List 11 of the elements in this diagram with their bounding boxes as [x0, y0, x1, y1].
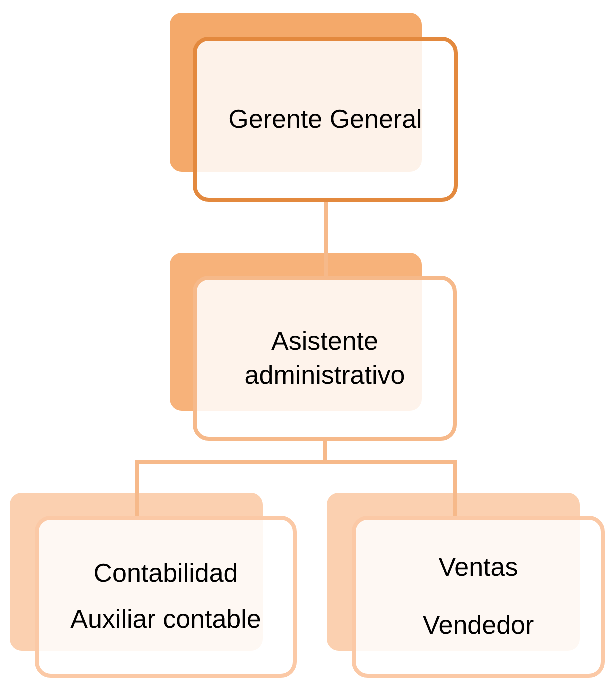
- connector-line: [324, 202, 328, 276]
- box-label: Contabilidad: [94, 557, 238, 590]
- box-label: Vendedor: [422, 609, 534, 642]
- org-box: [352, 516, 605, 678]
- box-label: Asistente administrativo: [244, 324, 406, 392]
- org-box: [193, 37, 458, 202]
- org-box: [193, 276, 457, 441]
- box-label: Auxiliar contable: [70, 603, 262, 636]
- box-label: Ventas: [438, 551, 518, 584]
- box-label: Gerente General: [228, 102, 422, 136]
- org-box: [35, 516, 297, 678]
